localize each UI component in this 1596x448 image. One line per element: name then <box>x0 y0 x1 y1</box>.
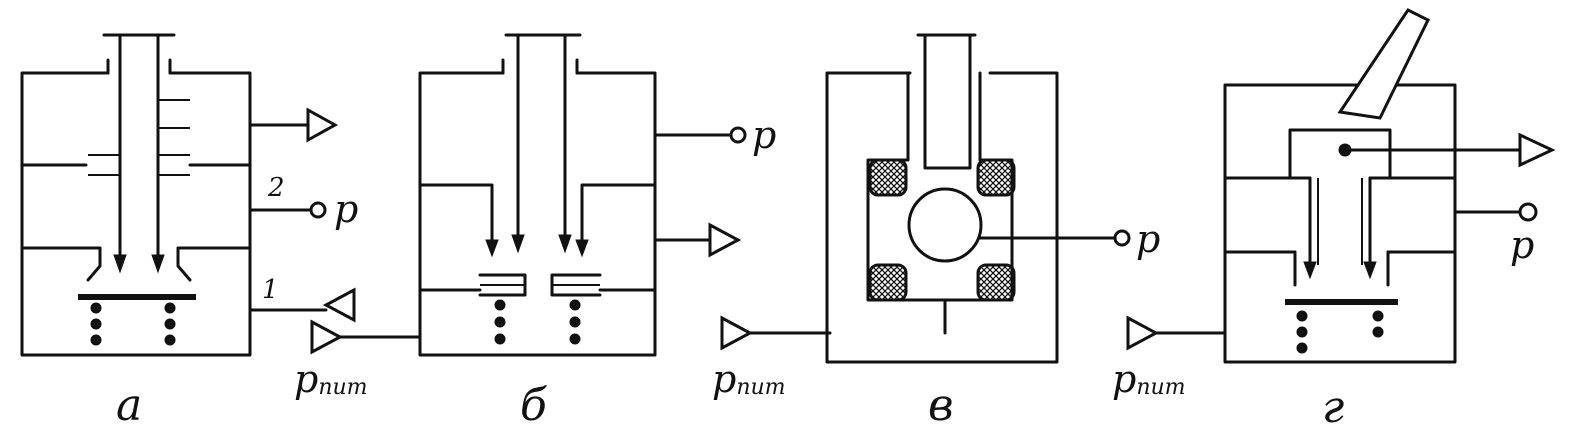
diagram-d-exhaust-port <box>1518 132 1556 168</box>
diagram-a-springs <box>90 302 176 346</box>
diagram-b-pressure-port <box>729 126 747 144</box>
diagram-b-p-label: p <box>752 113 776 157</box>
diagram-a-exhaust-port <box>306 107 339 143</box>
port-1-label: 1 <box>262 275 279 305</box>
caption-b: б <box>520 380 547 431</box>
port-2-label: 2 <box>267 173 285 203</box>
diagram-c-p-label: p <box>1136 217 1160 261</box>
supply-label-1: pпит <box>294 357 368 401</box>
supply-label-3: pпит <box>1112 357 1186 401</box>
diagram-c-pressure-port <box>1113 229 1131 247</box>
diagram-a-pressure-port <box>309 201 327 219</box>
diagram-b <box>418 33 747 357</box>
diagram-d-lever <box>1337 8 1431 120</box>
diagram-d-pressure-port <box>1518 202 1538 222</box>
caption-a: а <box>116 380 142 431</box>
caption-d: г <box>1322 382 1344 433</box>
diagram-c-body <box>825 71 1059 364</box>
supply-label-2: pпит <box>712 357 786 401</box>
diagram-a-p-label: p <box>334 187 358 231</box>
caption-c: в <box>928 380 954 431</box>
diagram-a-body <box>20 71 252 357</box>
diagram-d-body <box>1223 83 1457 364</box>
diagram-a <box>20 33 356 357</box>
diagram-a-supply-port <box>322 287 356 323</box>
diagram-d-p-label: p <box>1510 223 1534 267</box>
diagram-d <box>1223 8 1556 364</box>
diagram-b-exhaust-port <box>708 222 742 258</box>
diagram-b-body <box>418 71 657 357</box>
diagram-c-ball <box>907 187 983 263</box>
diagram-c <box>825 33 1131 364</box>
